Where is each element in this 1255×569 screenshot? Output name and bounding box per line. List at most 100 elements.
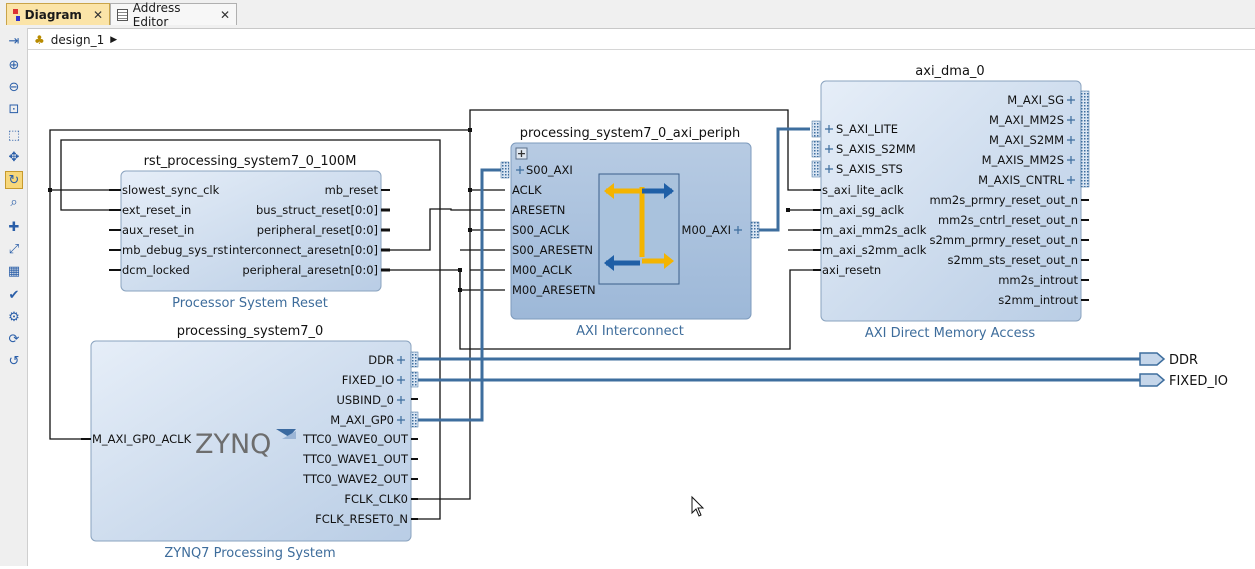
pin-label[interactable]: S_AXIS_S2MM — [836, 142, 916, 156]
pin-label[interactable]: m_axi_s2mm_aclk — [822, 243, 927, 257]
pin-label[interactable]: S00_ARESETN — [512, 243, 593, 257]
external-port-fixed-io[interactable]: FIXED_IO — [1139, 373, 1228, 389]
close-icon[interactable]: ✕ — [92, 7, 103, 22]
axi-interconnect-block[interactable]: processing_system7_0_axi_periph + S00_AX… — [500, 126, 760, 339]
pin-label[interactable]: axi_resetn — [822, 263, 881, 277]
pin-label[interactable]: mb_reset — [325, 183, 379, 197]
rotate-icon[interactable]: ↺ — [8, 353, 20, 369]
search-icon[interactable]: ⌕ — [10, 194, 18, 210]
ic-block-caption: AXI Interconnect — [576, 324, 684, 339]
dma-right-pins: M_AXI_SG M_AXI_MM2S M_AXI_S2MM M_AXIS_MM… — [929, 93, 1089, 307]
pin-label[interactable]: s2mm_introut — [998, 293, 1078, 307]
bus-nets — [416, 127, 1140, 422]
pin-label[interactable]: ext_reset_in — [122, 203, 191, 217]
tab-diagram-label: Diagram — [24, 7, 82, 22]
pin-label[interactable]: M_AXIS_CNTRL — [978, 173, 1065, 187]
select-area-icon[interactable]: ⬚ — [7, 127, 21, 143]
refresh-icon[interactable]: ⟳ — [8, 331, 20, 347]
gear-icon[interactable]: ⚙ — [8, 309, 20, 325]
dma-block-caption: AXI Direct Memory Access — [865, 326, 1036, 341]
crossbar-icon — [598, 173, 680, 285]
pin-label[interactable]: ARESETN — [512, 203, 565, 217]
pin-label[interactable]: dcm_locked — [122, 263, 190, 277]
block-diagram-canvas[interactable]: rst_processing_system7_0_100M slowest_sy… — [28, 51, 1255, 566]
rst-left-pins: slowest_sync_clk ext_reset_in aux_reset_… — [109, 183, 229, 277]
table-icon — [117, 8, 128, 21]
pin-label[interactable]: M00_ACLK — [512, 263, 572, 277]
pin-label[interactable]: M_AXI_MM2S — [989, 113, 1064, 127]
expand-glyph: + — [517, 147, 526, 160]
diagram-icon — [13, 8, 20, 21]
ps7-block-caption: ZYNQ7 Processing System — [164, 546, 335, 561]
pin-label[interactable]: FIXED_IO — [342, 373, 394, 387]
fit-selection-icon[interactable]: ⇥ — [8, 33, 20, 49]
pin-label[interactable]: TTC0_WAVE2_OUT — [302, 472, 409, 486]
pin-label[interactable]: M00_ARESETN — [512, 283, 596, 297]
pin-label[interactable]: M_AXI_GP0_ACLK — [92, 432, 192, 446]
ps7-block-title: processing_system7_0 — [177, 324, 324, 339]
pin-label[interactable]: mm2s_introut — [998, 273, 1078, 287]
pin-label[interactable]: peripheral_aresetn[0:0] — [242, 263, 378, 277]
pin-label[interactable]: S_AXIS_STS — [836, 162, 903, 176]
editor-tab-bar: Diagram ✕ Address Editor ✕ — [0, 0, 1255, 29]
ic-left-pins: S00_AXI ACLK ARESETN S00_ACLK S00_ARESET… — [512, 163, 596, 297]
pin-label[interactable]: m_axi_mm2s_aclk — [822, 223, 927, 237]
pin-label[interactable]: TTC0_WAVE1_OUT — [302, 452, 409, 466]
rst-right-pins: mb_reset bus_struct_reset[0:0] periphera… — [229, 183, 390, 277]
zoom-in-icon[interactable]: ⊕ — [8, 57, 20, 73]
breadcrumb-design[interactable]: design_1 — [50, 32, 105, 47]
pin-label[interactable]: DDR — [368, 353, 394, 367]
pin-label[interactable]: USBIND_0 — [336, 393, 394, 407]
tab-diagram[interactable]: Diagram ✕ — [6, 3, 110, 25]
pin-label[interactable]: slowest_sync_clk — [122, 183, 220, 197]
port-label: DDR — [1169, 353, 1198, 368]
center-icon[interactable]: ✥ — [8, 149, 20, 165]
pin-label[interactable]: M_AXI_GP0 — [330, 413, 394, 427]
hierarchy-icon: ♣ — [34, 32, 45, 47]
zynq-logo: ZYNQ — [195, 429, 296, 460]
zoom-fit-icon[interactable]: ⊡ — [8, 101, 20, 117]
external-port-ddr[interactable]: DDR — [1139, 352, 1198, 368]
regenerate-layout-icon[interactable]: ↻ — [5, 171, 23, 189]
pin-label[interactable]: TTC0_WAVE0_OUT — [302, 432, 409, 446]
chevron-right-icon[interactable]: ▶ — [110, 34, 118, 45]
tab-address-editor-label: Address Editor — [132, 0, 181, 29]
pin-label[interactable]: peripheral_reset[0:0] — [257, 223, 378, 237]
rst-processing-system-block[interactable]: rst_processing_system7_0_100M slowest_sy… — [109, 154, 390, 311]
close-icon[interactable]: ✕ — [219, 7, 230, 22]
pin-label[interactable]: s_axi_lite_aclk — [822, 183, 904, 197]
axi-dma-block[interactable]: axi_dma_0 S_AXI_LITE S_AXIS_S2MM S_AXIS_… — [811, 64, 1090, 341]
pin-label[interactable]: FCLK_CLK0 — [344, 492, 408, 506]
pin-label[interactable]: bus_struct_reset[0:0] — [256, 203, 378, 217]
pin-label[interactable]: s2mm_prmry_reset_out_n — [929, 233, 1078, 247]
pin-label[interactable]: M_AXIS_MM2S — [982, 153, 1064, 167]
diagram-toolbar: ⇥ ⊕ ⊖ ⊡ ⬚ ✥ ↻ ⌕ ✚ ⤢ ▦ ✔ ⚙ ⟳ ↺ — [0, 28, 28, 566]
tab-address-editor[interactable]: Address Editor ✕ — [110, 1, 237, 29]
add-ip-icon[interactable]: ✚ — [8, 219, 20, 235]
pin-label[interactable]: S00_ACLK — [512, 223, 570, 237]
validate-icon[interactable]: ✔ — [8, 287, 20, 303]
chip-icon[interactable]: ▦ — [7, 263, 21, 279]
mouse-cursor-icon — [691, 495, 705, 517]
pin-label[interactable]: s2mm_sts_reset_out_n — [948, 253, 1078, 267]
pin-label[interactable]: aux_reset_in — [122, 223, 194, 237]
pin-label[interactable]: M00_AXI — [682, 223, 731, 237]
connect-icon[interactable]: ⤢ — [8, 241, 20, 257]
pin-label[interactable]: S_AXI_LITE — [836, 122, 898, 136]
pin-label[interactable]: interconnect_aresetn[0:0] — [229, 243, 378, 257]
pin-label[interactable]: mm2s_prmry_reset_out_n — [929, 193, 1078, 207]
pin-label[interactable]: M_AXI_S2MM — [989, 133, 1064, 147]
zynq-processing-system-block[interactable]: processing_system7_0 M_AXI_GP0_ACLK ZYNQ… — [81, 324, 419, 561]
dma-left-pins: S_AXI_LITE S_AXIS_S2MM S_AXIS_STS s_axi_… — [813, 122, 927, 277]
pin-label[interactable]: m_axi_sg_aclk — [822, 203, 904, 217]
pin-label[interactable]: S00_AXI — [526, 163, 573, 177]
pin-label[interactable]: ACLK — [512, 183, 542, 197]
clock-reset-nets — [49, 109, 815, 520]
expand-button[interactable] — [515, 147, 528, 160]
zoom-out-icon[interactable]: ⊖ — [8, 79, 20, 95]
pin-label[interactable]: FCLK_RESET0_N — [315, 512, 408, 526]
ic-block-title: processing_system7_0_axi_periph — [520, 126, 741, 141]
pin-label[interactable]: M_AXI_SG — [1007, 93, 1064, 107]
pin-label[interactable]: mm2s_cntrl_reset_out_n — [938, 213, 1078, 227]
pin-label[interactable]: mb_debug_sys_rst — [122, 243, 229, 257]
